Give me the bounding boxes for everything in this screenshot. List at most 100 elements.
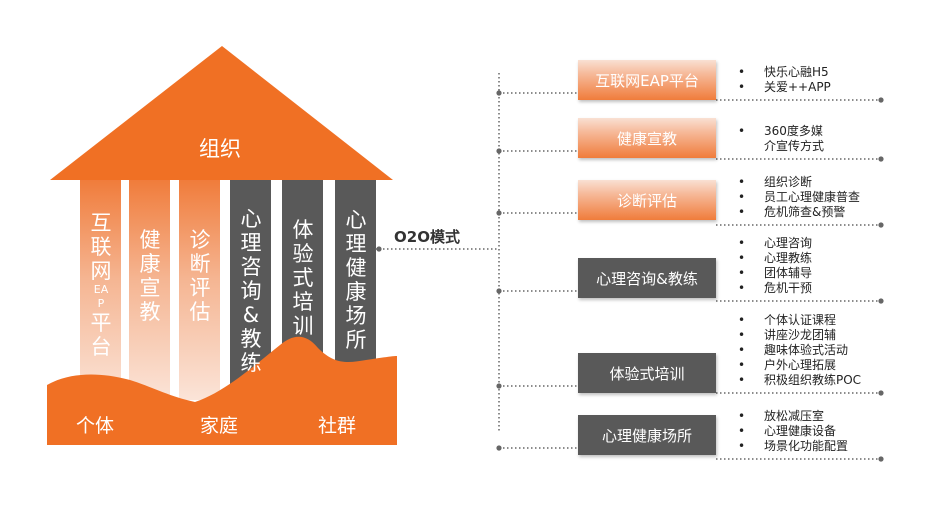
base-label-community: 社群 — [318, 415, 357, 437]
bullet-dot: • — [738, 439, 746, 453]
bullet-text: 员工心理健康普查 — [764, 190, 861, 204]
base-label-family: 家庭 — [200, 415, 239, 437]
branch-label: 体验式培训 — [609, 364, 685, 383]
branch-dot-end-1 — [878, 97, 884, 103]
branch-box-2: 健康宣教 — [578, 118, 716, 158]
bullet-dot: • — [738, 281, 746, 295]
bullet-text: 组织诊断 — [764, 175, 813, 189]
bullet-item: •积极组织教练POC — [738, 373, 861, 388]
branch-dot-end-6 — [878, 456, 884, 462]
bullet-dot: • — [738, 343, 746, 357]
bullet-dot: • — [738, 313, 746, 327]
pillar-char: 断 — [189, 252, 211, 276]
bullet-item: •360度多媒 — [738, 124, 824, 139]
bullet-item: •场景化功能配置 — [738, 439, 848, 454]
bullet-item: • 员工心理健康普查 — [738, 190, 860, 205]
bullet-item: • 组织诊断 — [738, 175, 860, 190]
bullet-item: •心理健康设备 — [738, 424, 848, 439]
pillar-label-5: 体验式培训 — [286, 218, 320, 338]
bullet-item: • 户外心理拓展 — [738, 358, 861, 373]
bullet-dot: • — [738, 328, 746, 342]
pillar-char: 场 — [345, 304, 367, 328]
mode-label: O2O模式 — [394, 228, 460, 246]
branch-dot-end-4 — [878, 298, 884, 304]
bullet-text: 放松减压室 — [764, 409, 825, 423]
branch-dot-start-4 — [496, 288, 502, 294]
bullet-text: 积极组织教练POC — [764, 373, 862, 387]
pillar-char: 网 — [90, 259, 112, 283]
pillar-char: 健 — [345, 256, 367, 280]
branch-box-6: 心理健康场所 — [578, 415, 716, 455]
branch-dot-end-5 — [878, 390, 884, 396]
bullet-item: • 讲座沙龙团辅 — [738, 328, 861, 343]
bullet-item: •危机筛查&预警 — [738, 205, 860, 220]
bullet-dot — [738, 139, 764, 154]
branch-bullets-2: •360度多媒介宣传方式 — [738, 124, 824, 154]
bullet-text: 户外心理拓展 — [764, 358, 837, 372]
bullet-item: • 放松减压室 — [738, 409, 848, 424]
bullet-item: • 个体认证课程 — [738, 313, 861, 328]
bullet-dot: • — [738, 205, 746, 219]
pillar-char: 训 — [292, 314, 314, 338]
bullet-text: 360度多媒 — [764, 124, 823, 138]
branch-box-3: 诊断评估 — [578, 180, 716, 220]
bullet-item: •趣味体验式活动 — [738, 343, 861, 358]
pillar-char: 诊 — [189, 228, 211, 252]
pillar-char: EA — [93, 283, 109, 296]
pillar-char: & — [242, 303, 260, 327]
branch-bullets-4: •心理咨询•心理教练•团体辅导•危机干预 — [738, 236, 812, 296]
bullet-item: • 心理教练 — [738, 251, 812, 266]
bullet-text: 心理咨询 — [764, 236, 813, 250]
roof — [50, 46, 393, 180]
bullet-text: 团体辅导 — [764, 266, 813, 280]
pillar-char: 理 — [345, 232, 367, 256]
branch-box-1: 互联网EAP平台 — [578, 60, 716, 100]
bullet-text: 讲座沙龙团辅 — [764, 328, 837, 342]
bullet-text: 心理教练 — [764, 251, 813, 265]
pillar-char: 式 — [292, 266, 314, 290]
pillar-char: 教 — [240, 327, 262, 351]
bullet-text: 快乐心融H5 — [764, 65, 829, 79]
roof-title: 组织 — [199, 137, 241, 161]
pillar-char: 评 — [189, 276, 211, 300]
bullet-item: • 心理咨询 — [738, 236, 812, 251]
bullet-dot: • — [738, 190, 746, 204]
bullet-text: 介宣传方式 — [764, 139, 825, 153]
pillar-1 — [80, 180, 121, 400]
pillar-char: 练 — [240, 351, 262, 375]
pillar-char: 健 — [139, 228, 161, 252]
bullet-dot: • — [738, 409, 746, 423]
bullet-text: 个体认证课程 — [764, 313, 837, 327]
main-connector-dot-start — [376, 246, 382, 252]
pillar-char: 咨 — [240, 255, 262, 279]
pillar-char: 理 — [240, 231, 262, 255]
bullet-dot: • — [738, 251, 746, 265]
branch-label: 心理健康场所 — [601, 426, 692, 445]
pillar-char: 所 — [345, 328, 367, 352]
pillar-label-3: 诊断评估 — [183, 228, 217, 324]
pillar-char: 心 — [345, 208, 367, 232]
pillar-char: 宣 — [139, 276, 161, 300]
pillar-2 — [129, 180, 170, 400]
branch-label: 诊断评估 — [616, 191, 677, 210]
branch-dot-start-3 — [496, 210, 502, 216]
branch-bullets-1: •快乐心融H5•关爱++APP — [738, 65, 831, 95]
base-label-individual: 个体 — [76, 415, 115, 437]
pillar-char: 平 — [90, 311, 112, 335]
bullet-dot: • — [738, 236, 746, 250]
branch-label: 互联网EAP平台 — [595, 71, 699, 90]
bullet-dot: • — [738, 175, 746, 189]
bullet-dot: • — [738, 80, 746, 94]
branch-dot-start-2 — [496, 148, 502, 154]
bullet-dot: • — [738, 424, 746, 438]
bullet-dot: • — [738, 358, 746, 372]
bullet-text: 关爱++APP — [764, 80, 831, 94]
pillar-char: 康 — [139, 252, 161, 276]
branch-bullets-6: • 放松减压室•心理健康设备•场景化功能配置 — [738, 409, 848, 454]
pillar-char: 康 — [345, 280, 367, 304]
pillar-char: 心 — [240, 207, 262, 231]
pillar-char: 教 — [139, 300, 161, 324]
